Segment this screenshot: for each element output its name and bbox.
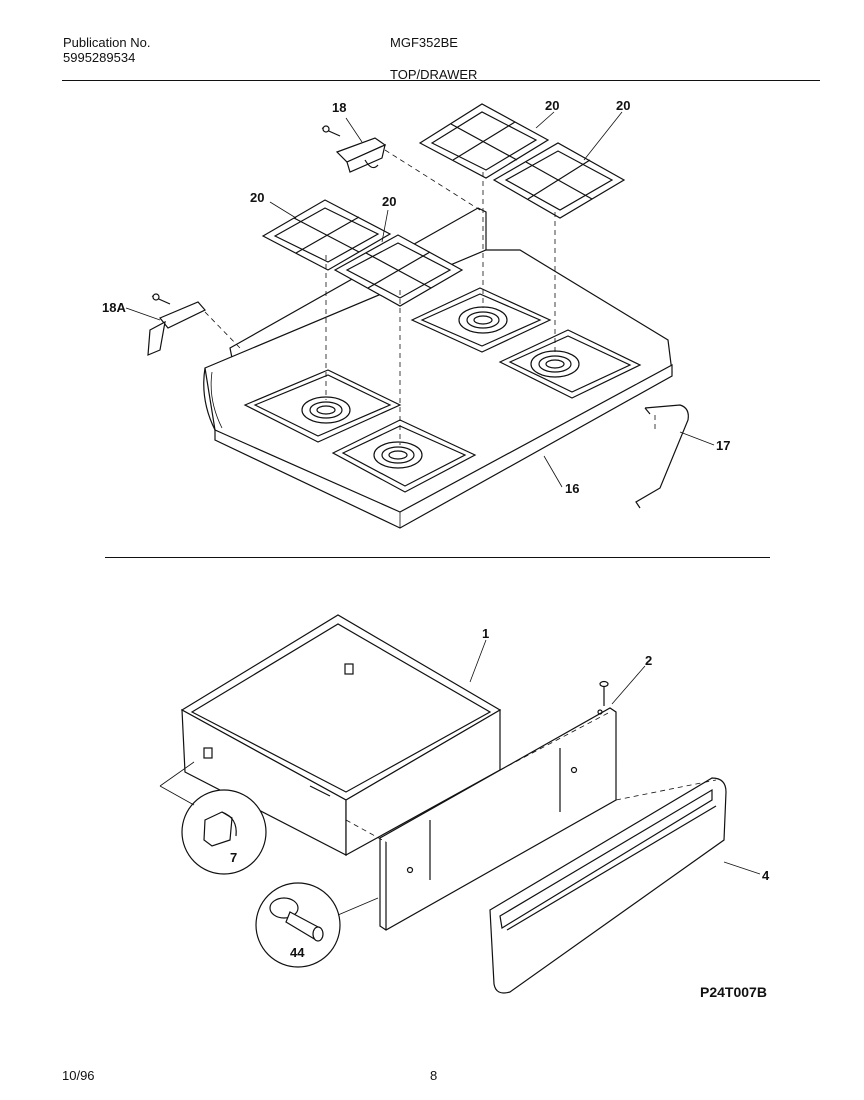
callout-16: 16	[565, 481, 579, 496]
cooktop-assembly	[203, 207, 673, 529]
hinge-bracket-18a	[147, 293, 206, 356]
inset-part-44	[255, 882, 341, 968]
section-title: TOP/DRAWER	[390, 67, 478, 82]
footer-date: 10/96	[62, 1068, 95, 1083]
burner	[458, 306, 508, 334]
callout-20: 20	[545, 98, 559, 113]
burner-grate	[333, 234, 464, 307]
callout-7: 7	[230, 850, 237, 865]
burner	[301, 396, 351, 424]
burner	[530, 350, 580, 378]
callout-20: 20	[382, 194, 396, 209]
section-divider	[105, 557, 770, 558]
burner-grate	[261, 199, 392, 271]
callout-44: 44	[290, 945, 305, 960]
callout-18: 18	[332, 100, 346, 115]
callout-18a: 18A	[102, 300, 126, 315]
figure-code: P24T007B	[700, 984, 767, 1000]
callout-4: 4	[762, 868, 770, 883]
burner-grate	[492, 142, 626, 219]
wire-rod-17	[635, 404, 689, 509]
drawer-body	[180, 614, 502, 857]
publication-number: 5995289534	[63, 50, 136, 65]
header-rule	[62, 80, 820, 81]
hinge-bracket-18	[321, 125, 387, 173]
drawer-handle-panel	[489, 777, 727, 994]
page-number: 8	[430, 1068, 438, 1083]
callout-20: 20	[250, 190, 264, 205]
burner	[373, 441, 423, 469]
model-number: MGF352BE	[390, 35, 458, 50]
callout-17: 17	[716, 438, 730, 453]
callout-2: 2	[645, 653, 652, 668]
callout-1: 1	[482, 626, 489, 641]
publication-label: Publication No.	[63, 35, 151, 50]
burner-grate	[418, 103, 550, 179]
screw-2	[599, 680, 609, 706]
inset-part-7	[181, 789, 267, 875]
callout-20: 20	[616, 98, 630, 113]
